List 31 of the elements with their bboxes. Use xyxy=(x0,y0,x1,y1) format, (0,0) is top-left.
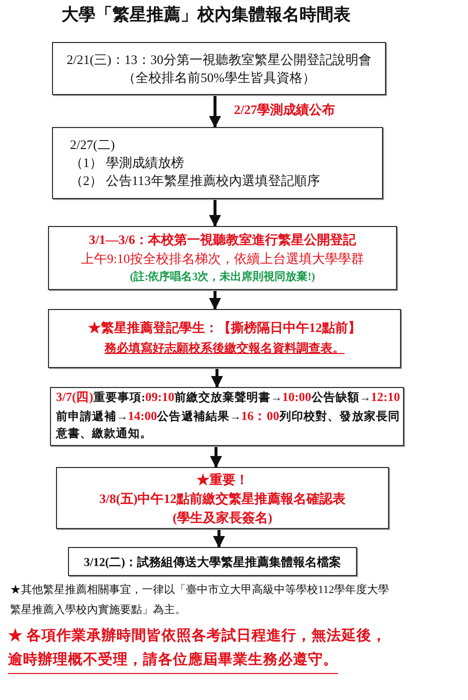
warning-note: ★ 各項作業承辦時間皆依照各考試日程進行，無法延後，逾時辦理概不受理，請各位應屆畢業生務必遵守。 xyxy=(8,626,388,670)
step-box xyxy=(52,127,383,199)
warning-text: 務必填寫好志願校系後繳交報名資料調查表。 xyxy=(104,340,344,357)
step-text: ★重要！ xyxy=(196,470,248,488)
step-box xyxy=(48,226,397,290)
arrow xyxy=(209,95,221,128)
step-text: 3/1—3/6：本校第一視聽教室進行繁星公開登記 xyxy=(88,231,356,249)
step-text: 3/8(五)中午12點前繳交繁星推薦報名確認表 xyxy=(99,490,346,508)
step-text: 上午9:10按全校排名梯次，依續上台選填大學學群 xyxy=(80,250,364,268)
title: 大學「繁星推薦」校內集體報名時間表 xyxy=(62,4,350,26)
step-box xyxy=(52,42,386,95)
arrow xyxy=(210,446,222,468)
note-text: (註:依序唱名3次，未出席則視同放棄!) xyxy=(130,270,316,285)
edge-label: 2/27學測成績公布 xyxy=(234,102,336,117)
step-text: 3/7(四)重要事項:09:10前繳交放棄聲明書→10:00公告缺額→12:10前申請遞補→14:00公告遞補結果→16：00列印校對、發放家長同意書、繳款通知。 xyxy=(56,389,400,442)
arrow xyxy=(209,199,221,227)
step-box xyxy=(68,547,357,576)
step-text: (學生及家長簽名) xyxy=(172,508,272,526)
step-text: 2/21(三)：13：30分第一視聽教室繁星公開登記說明會 xyxy=(66,50,372,68)
step-text: （全校排名前50%學生皆具資格） xyxy=(122,68,316,86)
arrow xyxy=(211,368,223,388)
step-text: （1） 學測成績放榜 xyxy=(70,154,184,172)
footnote: ★其他繁星推薦相關事宜，一律以「臺中市立大甲高級中等學校112學年度大學繁星推薦入學校內實施要點」為主。 xyxy=(10,582,390,618)
step-text: 3/12(二)：試務組傳送大學繁星推薦集體報名檔案 xyxy=(84,554,342,570)
step-text: ★繁星推薦登記學生：【撕榜隔日中午12點前】 xyxy=(88,319,361,337)
step-text: （2） 公告113年繁星推薦校內選填登記順序 xyxy=(70,172,320,190)
step-box xyxy=(56,467,389,529)
arrow xyxy=(209,290,221,310)
step-box xyxy=(48,309,401,368)
step-text: 2/27(二) xyxy=(70,136,115,154)
arrow xyxy=(213,529,225,548)
